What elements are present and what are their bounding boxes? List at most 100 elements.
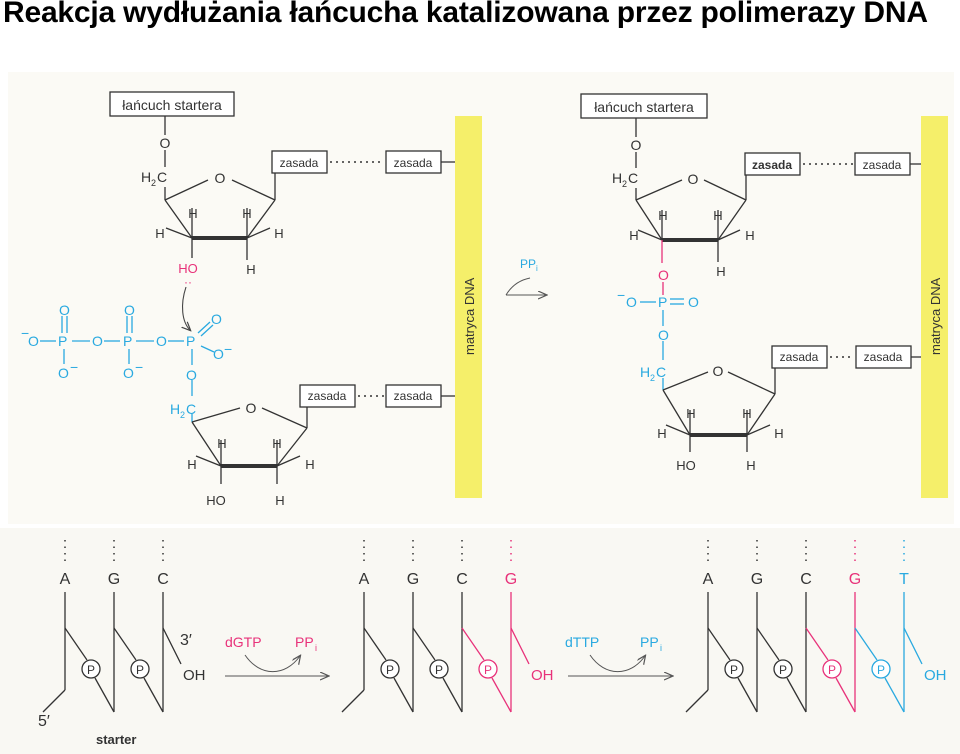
backbone-link (363, 627, 387, 661)
backbone-link (94, 677, 115, 713)
backbone-link (113, 627, 137, 661)
template-bar-left (455, 116, 482, 498)
three-prime-label: 3′ (180, 632, 192, 649)
reaction-arrow-top (505, 277, 531, 296)
oxygen-label: O (213, 346, 224, 362)
terminal-link (903, 627, 923, 665)
primer-sugar-left (109, 91, 455, 260)
h-label: H (774, 426, 783, 441)
reaction-arrow-1-curve (244, 655, 300, 672)
ch2-label: H 2 C (141, 169, 167, 188)
oxygen-label: O (156, 333, 167, 349)
phosphate-label: P (828, 663, 836, 677)
backbone-link (805, 627, 829, 661)
five-prime-label: 5′ (38, 713, 50, 730)
template-bar-right (921, 116, 948, 498)
bottom-panel (0, 528, 960, 754)
h-label: H (188, 206, 197, 221)
ch2-label: H 2 C (640, 364, 666, 383)
primer-chain-label-left: łańcuch startera (122, 97, 222, 113)
ring-o-label: O (246, 400, 257, 416)
nucleophilic-attack-arrow (183, 286, 190, 330)
terminal-link (162, 627, 182, 665)
h-label: H (713, 208, 722, 223)
backbone-link (884, 677, 905, 713)
minus-sign: − (70, 359, 78, 375)
h-label: H (629, 228, 638, 243)
svg-text:2: 2 (180, 410, 185, 420)
minus-sign: − (617, 287, 625, 303)
oxygen-label: O (186, 367, 197, 383)
oxygen-label: O (658, 267, 669, 283)
h-label: H (155, 226, 164, 241)
h-label: H (217, 436, 226, 451)
base-label: zasada (308, 389, 347, 403)
h-label: H (658, 208, 667, 223)
svg-text:H: H (141, 169, 151, 185)
backbone-link (143, 677, 164, 713)
base-letter: G (407, 571, 419, 588)
o-label: O (631, 137, 642, 153)
hydroxyl-label: HO (206, 493, 226, 508)
svg-text:PP: PP (295, 634, 314, 650)
five-prime-end (42, 689, 66, 713)
phosphorus-label: P (186, 333, 195, 349)
svg-text:2: 2 (650, 373, 655, 383)
ring-o-label: O (688, 171, 699, 187)
base-label: zasada (780, 350, 819, 364)
h-label: H (686, 406, 695, 421)
minus-sign: − (135, 359, 143, 375)
svg-text:i: i (660, 643, 662, 653)
phosphate-label: P (435, 663, 443, 677)
phosphate-label: P (484, 663, 492, 677)
incoming-sugar-left (191, 384, 455, 484)
phosphate-circle (773, 659, 793, 679)
h-label: H (242, 206, 251, 221)
minus-sign: − (21, 325, 29, 341)
base-letter: C (157, 571, 169, 588)
hydroxyl-label: HO (676, 458, 696, 473)
h-label: H (187, 457, 196, 472)
svg-text:2: 2 (151, 178, 156, 188)
h-label: H (274, 226, 283, 241)
starter-label: starter (96, 732, 136, 747)
oxygen-label: O (28, 333, 39, 349)
phosphate-label: P (730, 663, 738, 677)
svg-text:H: H (170, 401, 180, 417)
base-letter: G (108, 571, 120, 588)
backbone-link (491, 677, 512, 713)
ring-o-label: O (215, 170, 226, 186)
h-label: H (746, 458, 755, 473)
backbone-link (442, 677, 463, 713)
phosphate-circle (81, 659, 101, 679)
oxygen-label: O (92, 333, 103, 349)
oxygen-label: O (59, 302, 70, 318)
phosphorus-label: P (123, 333, 132, 349)
ch2-label: H 2 C (170, 401, 196, 420)
phosphate-label: P (386, 663, 394, 677)
backbone-link (412, 627, 436, 661)
phosphodiester (640, 282, 684, 390)
h-label: H (745, 228, 754, 243)
dttp-label: dTTP (565, 634, 599, 650)
base-letter: A (359, 571, 370, 588)
backbone-link (737, 677, 758, 713)
phosphate-circle (724, 659, 744, 679)
phosphate-circle (429, 659, 449, 679)
phosphate-circle (822, 659, 842, 679)
base-letter: C (456, 571, 468, 588)
incoming-sugar-right (662, 345, 921, 452)
oxygen-label: O (58, 365, 69, 381)
backbone-link (835, 677, 856, 713)
oxygen-label: O (688, 294, 699, 310)
svg-text:C: C (628, 170, 638, 186)
primer-sugar-right (580, 93, 921, 262)
backbone-link (854, 627, 878, 661)
base-label: zasada (394, 389, 433, 403)
ring-o-label: O (713, 363, 724, 379)
minus-sign: − (224, 341, 232, 357)
template-label-left: matryca DNA (462, 277, 477, 355)
oxygen-label: O (626, 294, 637, 310)
phosphate-label: P (877, 663, 885, 677)
phosphorus-label: P (658, 294, 667, 310)
